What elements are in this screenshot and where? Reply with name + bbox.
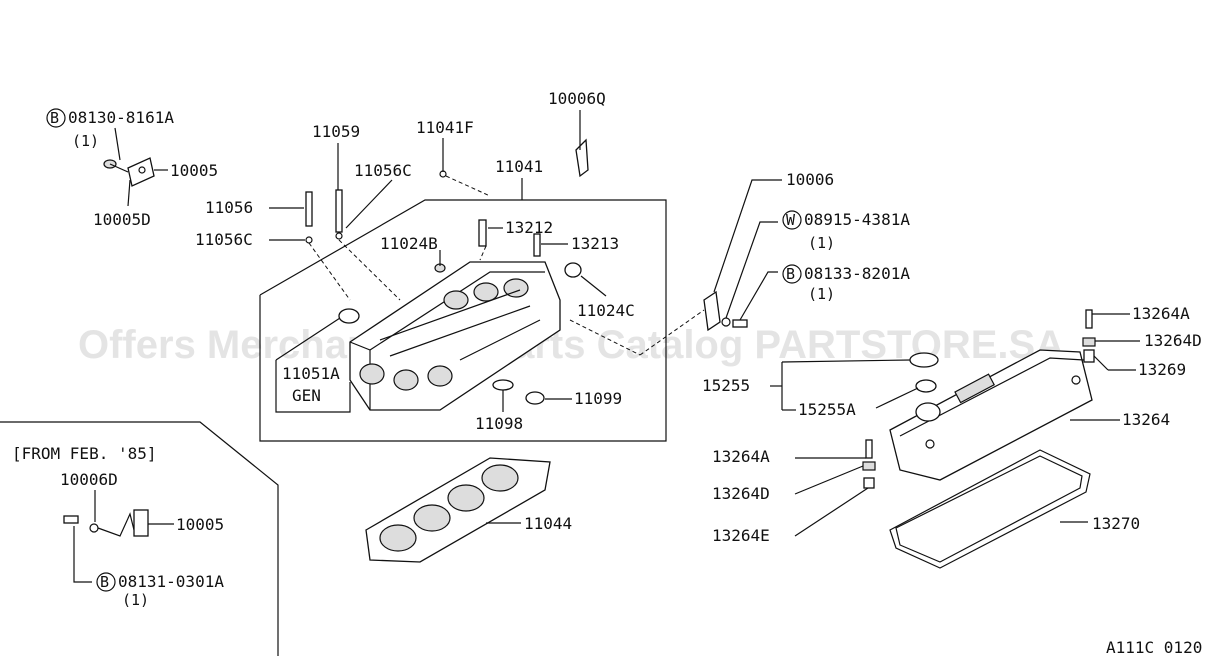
- callout-15255a: 15255A: [798, 400, 856, 419]
- callout-08133-8201a: 08133-8201A: [804, 264, 910, 283]
- cylinder-head-frame: GEN 11051A: [259, 199, 667, 442]
- callout-13264d-top: 13264D: [1144, 331, 1202, 350]
- bracket-icon-variant: [133, 509, 149, 537]
- callout-11056: 11056: [205, 198, 253, 217]
- callout-13270: 13270: [1092, 514, 1140, 533]
- oil-cap-seal-icon: [915, 379, 937, 393]
- callout-13264e: 13264E: [712, 526, 770, 545]
- callout-11059: 11059: [312, 122, 360, 141]
- callout-08131-qty: (1): [122, 591, 149, 609]
- callout-11024b: 11024B: [380, 234, 438, 253]
- bolt-icon-variant: [63, 515, 79, 524]
- grommet-icon-13264d: [862, 461, 876, 471]
- callout-08131-0301a: 08131-0301A: [118, 572, 224, 591]
- bolt-symbol-letter-08133: B: [786, 265, 795, 283]
- callout-11056c-lower: 11056C: [195, 230, 253, 249]
- bracket-group-10006: [639, 179, 802, 356]
- studs-and-guides: [305, 138, 589, 257]
- head-gasket-illustration: [365, 457, 551, 563]
- callout-13264a-top: 13264A: [1132, 304, 1190, 323]
- callout-11041f: 11041F: [416, 118, 474, 137]
- callout-10006: 10006: [786, 170, 834, 189]
- callout-10006q: 10006Q: [548, 89, 606, 108]
- rocker-cover-illustration: [862, 309, 1096, 489]
- bolt-symbol-circle: [46, 108, 66, 128]
- guide-icon-13213: [533, 233, 541, 257]
- bolt-symbol-letter: B: [50, 109, 59, 127]
- seal-icon-11099: [525, 391, 545, 405]
- callout-08915-qty: (1): [808, 234, 835, 252]
- oil-cap-icon: [909, 352, 939, 368]
- callout-08130-8161a: 08130-8161A: [68, 108, 174, 127]
- callout-13264a: 13264A: [712, 447, 770, 466]
- callout-13269: 13269: [1138, 360, 1186, 379]
- rocker-cover-gasket-illustration: [889, 449, 1091, 569]
- grommet-icon-13264d-top: [1082, 337, 1096, 347]
- callout-15255: 15255: [702, 376, 750, 395]
- callout-11024c: 11024C: [577, 301, 635, 320]
- callout-08915-4381a: 08915-4381A: [804, 210, 910, 229]
- plug-icon: [338, 308, 360, 324]
- callout-08130-qty: (1): [72, 132, 99, 150]
- callout-11041: 11041: [495, 157, 543, 176]
- variant-box: [FROM FEB. '85] 10006D 10005 B 08131-030…: [0, 421, 279, 656]
- callout-11056c: 11056C: [354, 161, 412, 180]
- bracket-group-top: B 08130-8161A (1) 10005 10005D: [46, 108, 218, 229]
- washer-symbol-letter: W: [786, 211, 796, 229]
- leader-lines-head: [269, 110, 641, 412]
- callout-11051a: 11051A: [282, 364, 340, 383]
- cylinder-head-illustration: [349, 261, 582, 411]
- callout-10005-bottom: 10005: [176, 515, 224, 534]
- washer-icon-13264e: [863, 477, 875, 489]
- leader-lines-cover: [770, 313, 1140, 537]
- bolt-icon-11056: [305, 191, 313, 227]
- callout-10006d: 10006D: [60, 470, 118, 489]
- callout-13264d: 13264D: [712, 484, 770, 503]
- grommet-icon-13269: [1083, 349, 1095, 363]
- bracket-icon-10006q: [575, 138, 589, 178]
- callout-10005d: 10005D: [93, 210, 151, 229]
- bolt-icon-13264a-top: [1085, 309, 1093, 329]
- variant-note: [FROM FEB. '85]: [12, 444, 157, 463]
- callout-13264: 13264: [1122, 410, 1170, 429]
- callout-13212: 13212: [505, 218, 553, 237]
- callout-11044: 11044: [524, 514, 572, 533]
- guide-icon-13212: [478, 219, 487, 247]
- callout-11099: 11099: [574, 389, 622, 408]
- bolt-icon-11059: [335, 189, 343, 233]
- figure-code: A111C 0120: [1106, 638, 1202, 657]
- callout-10005-top: 10005: [170, 161, 218, 180]
- callout-08133-qty: (1): [808, 285, 835, 303]
- gen-box-label: GEN: [292, 386, 321, 405]
- callout-13213: 13213: [571, 234, 619, 253]
- bolt-symbol-letter-08131: B: [100, 573, 109, 591]
- seal-icon-11098: [492, 379, 514, 391]
- bolt-icon-13264a: [865, 439, 873, 459]
- callout-11098: 11098: [475, 414, 523, 433]
